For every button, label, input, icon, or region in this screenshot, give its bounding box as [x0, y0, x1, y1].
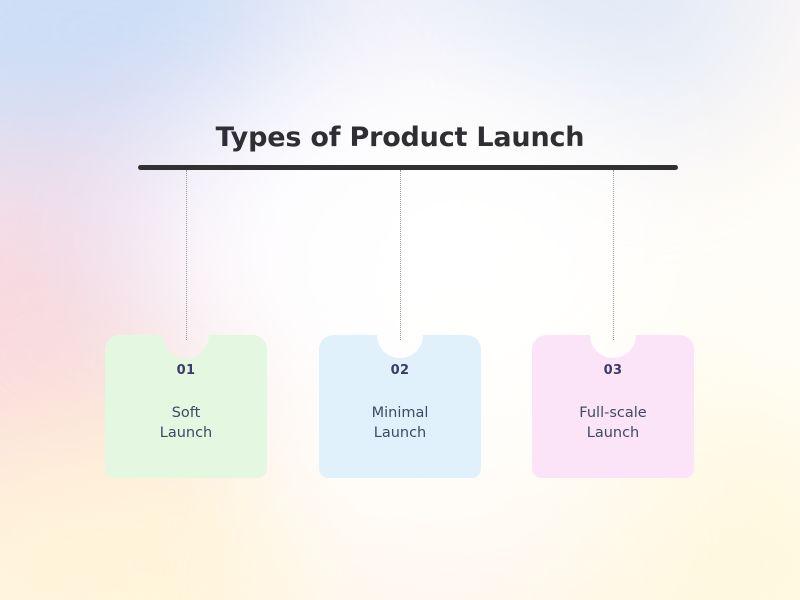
connector-line-1 — [186, 170, 187, 340]
launch-type-card-3[interactable]: 03 Full-scale Launch — [532, 335, 694, 478]
card-shape-1 — [105, 335, 267, 478]
card-number-1: 01 — [176, 363, 196, 378]
card-label-1-line1: Soft — [171, 405, 201, 421]
card-label-3-line2: Launch — [586, 425, 640, 441]
background-blob-lilac — [40, 60, 340, 350]
card-shape-3 — [532, 335, 694, 478]
timeline-rule — [138, 165, 678, 170]
card-number-3: 03 — [603, 363, 623, 378]
background-blob-blue-secondary — [430, 0, 770, 130]
card-label-1: Soft Launch — [105, 403, 267, 443]
card-number-2: 02 — [390, 363, 410, 378]
launch-type-card-1[interactable]: 01 Soft Launch — [105, 335, 267, 478]
card-label-2-line1: Minimal — [371, 405, 429, 421]
card-label-3: Full-scale Launch — [532, 403, 694, 443]
launch-type-card-2[interactable]: 02 Minimal Launch — [319, 335, 481, 478]
card-label-2: Minimal Launch — [319, 403, 481, 443]
background-blob-peach — [300, 470, 600, 600]
card-label-1-line2: Launch — [159, 425, 213, 441]
card-shape-2 — [319, 335, 481, 478]
background-blob-blue — [0, 0, 300, 210]
card-label-2-line2: Launch — [373, 425, 427, 441]
page-title: Types of Product Launch — [215, 122, 585, 153]
connector-line-2 — [400, 170, 401, 340]
connector-line-3 — [613, 170, 614, 340]
card-label-3-line1: Full-scale — [579, 405, 647, 421]
